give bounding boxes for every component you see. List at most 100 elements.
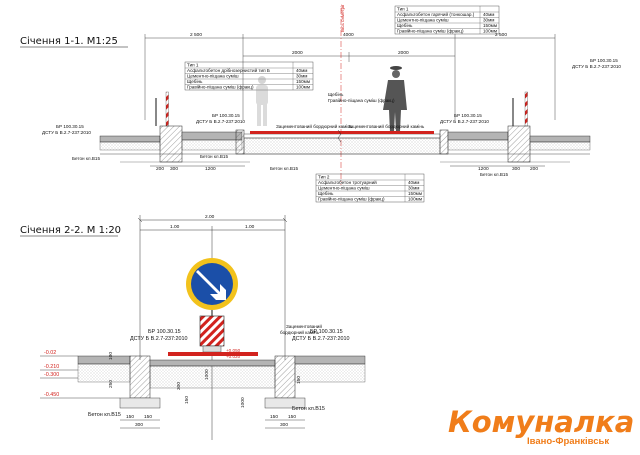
concrete-label-left: Бетон кл.В15 — [72, 156, 100, 161]
svg-text:30мм: 30мм — [296, 74, 307, 79]
paving-label-left: Зацементований бордюрний камінь — [276, 123, 353, 129]
svg-text:Зацементований: Зацементований — [286, 323, 322, 329]
section-2-title: Січення 2-2. М 1:20 — [20, 224, 121, 236]
svg-text:Бетон кл.В15: Бетон кл.В15 — [88, 412, 121, 418]
svg-text:150мм: 150мм — [483, 23, 497, 28]
svg-text:БР 100.30.15: БР 100.30.15 — [454, 113, 482, 118]
bottom-dimension-lines-2 — [120, 419, 305, 429]
svg-text:ДСТУ Б В.2.7-237:2010: ДСТУ Б В.2.7-237:2010 — [42, 130, 91, 135]
svg-text:ДСТУ Б В.2.7-237:2010: ДСТУ Б В.2.7-237:2010 — [130, 336, 187, 342]
svg-text:1200: 1200 — [478, 166, 489, 172]
svg-text:300: 300 — [170, 166, 178, 172]
svg-text:+0.050: +0.050 — [226, 348, 241, 353]
road-cross-section-1 — [99, 125, 591, 163]
svg-text:Щебінь: Щебінь — [397, 23, 413, 28]
svg-text:Гравійно-піщана суміш (фракц): Гравійно-піщана суміш (фракц) — [397, 28, 464, 34]
dim-total: 2.00 — [205, 214, 215, 220]
section-2-2: Січення 2-2. М 1:20 2.00 1.00 1.00 Зацем… — [20, 214, 366, 440]
svg-text:бордюрний камінь: бордюрний камінь — [280, 329, 320, 335]
layer-table-bottom: Тип 2 Асфальтобетон тротуарний Цементно-… — [315, 173, 425, 203]
striped-bollard — [199, 315, 225, 353]
person-figure-right — [383, 66, 407, 132]
svg-text:100мм: 100мм — [296, 85, 310, 90]
level-markers-left — [40, 355, 120, 399]
svg-text:БР 100.30.15: БР 100.30.15 — [212, 113, 240, 118]
svg-text:Бетон кл.В15: Бетон кл.В15 — [292, 406, 325, 412]
section-1-title: Січення 1-1. М1:25 — [20, 35, 118, 47]
svg-text:Асфальтобетон гарячий (тонкоша: Асфальтобетон гарячий (тонкошар.) — [397, 11, 475, 17]
svg-text:300: 300 — [512, 166, 520, 172]
svg-text:150: 150 — [184, 396, 190, 404]
layer-table-top: Тип 1 Асфальтобетон гарячий (тонкошар.) … — [394, 5, 500, 35]
svg-text:100мм: 100мм — [408, 197, 422, 202]
svg-text:150: 150 — [288, 414, 296, 420]
svg-text:Щебінь: Щебінь — [318, 191, 334, 196]
brand-logo: Комуналка Івано-Франківськ — [448, 405, 634, 447]
svg-text:-0.450: -0.450 — [44, 392, 59, 398]
svg-text:Тип 1: Тип 1 — [397, 7, 409, 12]
section-1-1: Січення 1-1. М1:25 2 500 4000 2 500 2000… — [20, 4, 621, 203]
keep-right-arrow-icon — [196, 270, 226, 300]
svg-text:200: 200 — [530, 166, 538, 172]
svg-text:Асфальтобетон тротуарний: Асфальтобетон тротуарний — [318, 179, 377, 185]
brand-name: Комуналка — [448, 405, 634, 439]
svg-text:Асфальтобетон дрібнозернистий: Асфальтобетон дрібнозернистий тип Б — [187, 67, 270, 73]
svg-text:40мм: 40мм — [408, 180, 419, 185]
svg-text:БР 100.30.15: БР 100.30.15 — [148, 329, 181, 335]
concrete-label-right: Бетон кл.В15 — [480, 172, 508, 177]
svg-text:100: 100 — [108, 352, 114, 360]
svg-text:150: 150 — [296, 376, 302, 384]
concrete-label-mid: Бетон кл.В15 — [200, 154, 228, 159]
svg-text:Бетон кл.В15: Бетон кл.В15 — [270, 166, 298, 171]
svg-text:-0.210: -0.210 — [44, 364, 59, 370]
layer-table-left: Тип 1 Асфальтобетон дрібнозернистий тип … — [184, 61, 314, 91]
svg-text:ДСТУ Б В.2.7-237:2010: ДСТУ Б В.2.7-237:2010 — [440, 119, 489, 124]
svg-text:150мм: 150мм — [408, 191, 422, 196]
svg-text:100мм: 100мм — [483, 29, 497, 34]
dim-mid-left: 2000 — [292, 50, 303, 56]
svg-text:1200: 1200 — [205, 166, 216, 172]
svg-text:150мм: 150мм — [296, 79, 310, 84]
svg-text:150: 150 — [270, 414, 278, 420]
svg-text:30мм: 30мм — [483, 18, 494, 23]
svg-text:250: 250 — [108, 380, 114, 388]
svg-text:Щебінь: Щебінь — [328, 92, 344, 97]
svg-text:300: 300 — [176, 382, 182, 390]
dim-mid-right: 2000 — [398, 50, 409, 56]
svg-text:Тип 1: Тип 1 — [187, 63, 199, 68]
svg-text:Гравійно-піщана суміш (фракц): Гравійно-піщана суміш (фракц) — [318, 196, 385, 202]
svg-text:Цементно-піщана суміш: Цементно-піщана суміш — [187, 74, 239, 79]
svg-text:+0.020: +0.020 — [226, 354, 241, 359]
mid-dimension-line — [243, 52, 455, 62]
svg-text:ДСТУ Б В.2.7-237:2010: ДСТУ Б В.2.7-237:2010 — [572, 64, 621, 69]
svg-text:ДСТУ Б В.2.7-237:2010: ДСТУ Б В.2.7-237:2010 — [292, 336, 349, 342]
svg-text:40мм: 40мм — [483, 12, 494, 17]
svg-text:Щебінь: Щебінь — [187, 79, 203, 84]
person-figure-left — [256, 76, 268, 126]
svg-text:30мм: 30мм — [408, 186, 419, 191]
svg-text:1000: 1000 — [204, 369, 210, 380]
dim-top-left: 2 500 — [190, 32, 202, 38]
top-dimension-line — [144, 34, 556, 120]
svg-text:150: 150 — [126, 414, 134, 420]
svg-text:200: 200 — [156, 166, 164, 172]
svg-text:1.00: 1.00 — [245, 224, 255, 230]
svg-text:150: 150 — [144, 414, 152, 420]
svg-text:БР 100.30.15: БР 100.30.15 — [310, 329, 343, 335]
svg-text:40мм: 40мм — [296, 68, 307, 73]
svg-text:1000: 1000 — [240, 397, 246, 408]
paving-label-right: Зацементований бордюрний камінь — [348, 123, 425, 129]
svg-text:300: 300 — [135, 422, 143, 428]
svg-text:Цементно-піщана суміш: Цементно-піщана суміш — [397, 18, 449, 23]
dim-top-right: 2 500 — [495, 32, 507, 38]
svg-text:БР 100.30.15: БР 100.30.15 — [590, 58, 618, 63]
svg-text:300: 300 — [280, 422, 288, 428]
svg-text:ДСТУ Б В.2.7-237:2010: ДСТУ Б В.2.7-237:2010 — [196, 119, 245, 124]
road-cross-section-2 — [77, 352, 366, 409]
svg-text:Гравійно-піщана суміш (фракц): Гравійно-піщана суміш (фракц) — [328, 97, 395, 103]
symmetry-axis-label: Вісь симетрії — [340, 4, 345, 32]
svg-text:-0.02: -0.02 — [44, 350, 56, 356]
svg-text:-0.300: -0.300 — [44, 372, 59, 378]
svg-text:Тип 2: Тип 2 — [318, 175, 330, 180]
